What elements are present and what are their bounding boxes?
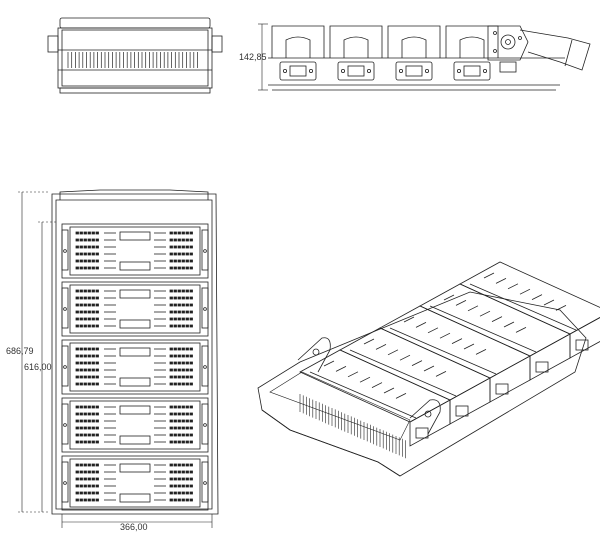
front-module bbox=[61, 455, 209, 511]
side-module bbox=[445, 25, 499, 81]
front-module bbox=[61, 339, 209, 395]
side-view bbox=[258, 23, 591, 91]
iso-module bbox=[419, 283, 571, 381]
side-module bbox=[271, 25, 325, 81]
top-view bbox=[47, 17, 223, 94]
iso-view bbox=[257, 261, 600, 477]
side-module bbox=[387, 25, 441, 81]
dim-front-height-inner: 616,00 bbox=[24, 362, 52, 372]
dim-front-height-outer: 686,79 bbox=[6, 346, 34, 356]
dim-front-width: 366,00 bbox=[120, 522, 148, 532]
iso-module bbox=[379, 305, 531, 403]
front-module bbox=[61, 397, 209, 453]
side-module bbox=[329, 25, 383, 81]
iso-module bbox=[339, 327, 491, 425]
front-view bbox=[18, 189, 219, 528]
iso-module bbox=[459, 261, 600, 359]
dim-side-height: 142,85 bbox=[239, 52, 267, 62]
front-module bbox=[61, 281, 209, 337]
front-module bbox=[61, 223, 209, 279]
